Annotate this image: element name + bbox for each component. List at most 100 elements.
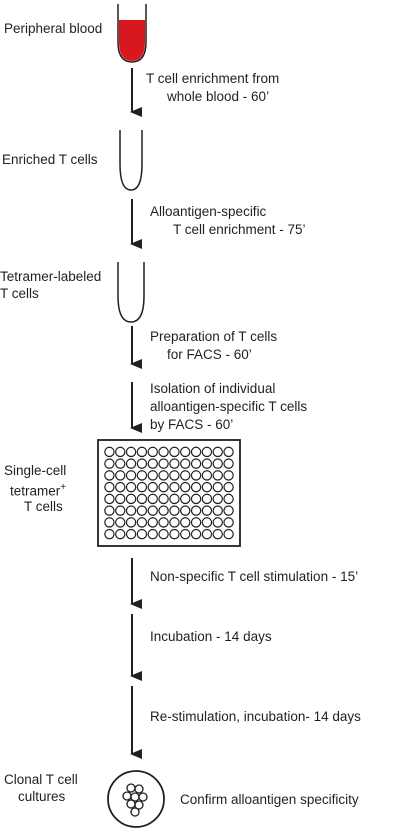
plate-well bbox=[125, 493, 137, 505]
plate-well bbox=[147, 505, 158, 516]
plate-well bbox=[136, 493, 148, 505]
plate-well bbox=[201, 446, 213, 458]
step-4-line-2: alloantigen-specific T cells bbox=[150, 399, 308, 414]
plate-well bbox=[169, 481, 180, 493]
plate-well bbox=[201, 481, 213, 493]
plate-well bbox=[201, 505, 213, 516]
step-4-line-3: by FACS - 60’ bbox=[150, 417, 234, 432]
plate-well bbox=[212, 528, 223, 540]
plate-well bbox=[169, 446, 180, 458]
plate-well bbox=[180, 493, 191, 505]
plate-well bbox=[190, 481, 202, 493]
step-3-line-2: for FACS - 60’ bbox=[167, 347, 252, 362]
plate-well bbox=[147, 481, 158, 493]
plate-well bbox=[169, 528, 180, 540]
plate-well bbox=[223, 470, 234, 481]
plate-well bbox=[212, 481, 223, 493]
plate-well bbox=[180, 470, 191, 481]
plate-well bbox=[136, 481, 148, 493]
plate-well bbox=[169, 493, 180, 505]
plate-well bbox=[104, 458, 115, 469]
plate-well bbox=[125, 481, 137, 493]
well-plate-icon bbox=[97, 439, 241, 547]
step-7: Re-stimulation, incubation- 14 days bbox=[150, 709, 361, 724]
plate-well bbox=[223, 505, 234, 516]
label-single-cell-3: T cells bbox=[24, 499, 63, 514]
plate-well bbox=[223, 446, 234, 458]
plate-well bbox=[147, 458, 158, 469]
plate-well bbox=[115, 505, 126, 516]
plate-well bbox=[115, 493, 126, 505]
plate-well bbox=[158, 470, 169, 481]
label-clonal-1: Clonal T cell bbox=[4, 772, 78, 787]
plate-well bbox=[115, 528, 126, 540]
plate-well bbox=[125, 446, 137, 458]
plate-well bbox=[223, 517, 234, 528]
plate-well bbox=[223, 528, 234, 540]
plate-well bbox=[190, 528, 202, 540]
plate-well bbox=[125, 458, 137, 469]
plate-well bbox=[147, 446, 158, 458]
plate-well bbox=[115, 470, 126, 481]
plate-well bbox=[201, 458, 213, 469]
plate-well bbox=[125, 528, 137, 540]
plate-well bbox=[180, 528, 191, 540]
plate-well bbox=[158, 493, 169, 505]
label-single-cell-1: Single-cell bbox=[4, 463, 67, 478]
plate-well bbox=[180, 517, 191, 528]
plate-well bbox=[169, 470, 180, 481]
step-1-line-1: T cell enrichment from bbox=[146, 71, 280, 86]
plate-well bbox=[158, 481, 169, 493]
plate-well bbox=[201, 470, 213, 481]
step-8: Confirm alloantigen specificity bbox=[180, 792, 359, 807]
plate-well bbox=[180, 505, 191, 516]
plate-well bbox=[190, 470, 202, 481]
plate-well bbox=[104, 446, 115, 458]
step-4-line-1: Isolation of individual bbox=[150, 381, 276, 396]
plate-well bbox=[169, 517, 180, 528]
label-single-cell-tetramer: tetramer bbox=[10, 483, 61, 499]
plate-well bbox=[104, 470, 115, 481]
plate-well bbox=[201, 517, 213, 528]
plate-well bbox=[104, 528, 115, 540]
plate-well bbox=[136, 458, 148, 469]
step-2-line-2: T cell enrichment - 75’ bbox=[173, 222, 306, 237]
plate-well bbox=[212, 505, 223, 516]
plate-well bbox=[115, 446, 126, 458]
label-tetramer-labeled-1: Tetramer-labeled bbox=[0, 269, 102, 284]
plate-well bbox=[212, 446, 223, 458]
plate-well bbox=[190, 458, 202, 469]
plate-well bbox=[104, 481, 115, 493]
plate-well bbox=[190, 517, 202, 528]
enriched-tube-icon bbox=[119, 130, 143, 191]
plate-well bbox=[104, 505, 115, 516]
plate-well bbox=[180, 446, 191, 458]
plate-well bbox=[147, 470, 158, 481]
plate-well bbox=[147, 528, 158, 540]
plate-well bbox=[190, 505, 202, 516]
label-peripheral-blood: Peripheral blood bbox=[4, 21, 103, 36]
plate-well bbox=[190, 446, 202, 458]
plate-well bbox=[136, 517, 148, 528]
step-2-line-1: Alloantigen-specific bbox=[150, 204, 267, 219]
label-clonal-2: cultures bbox=[18, 789, 66, 804]
plate-well bbox=[212, 458, 223, 469]
plate-well bbox=[115, 458, 126, 469]
plate-well bbox=[125, 470, 137, 481]
plate-well bbox=[158, 446, 169, 458]
plate-well bbox=[158, 528, 169, 540]
step-3-line-1: Preparation of T cells bbox=[150, 329, 278, 344]
plate-well bbox=[147, 517, 158, 528]
plate-well bbox=[136, 446, 148, 458]
plate-well bbox=[115, 517, 126, 528]
step-6: Incubation - 14 days bbox=[150, 629, 272, 644]
plate-well bbox=[212, 470, 223, 481]
plate-well bbox=[169, 505, 180, 516]
label-enriched-t-cells: Enriched T cells bbox=[2, 152, 98, 167]
plate-well bbox=[125, 517, 137, 528]
step-5: Non-specific T cell stimulation - 15’ bbox=[150, 569, 359, 584]
plate-well bbox=[104, 517, 115, 528]
culture-dish-icon bbox=[107, 770, 165, 828]
plate-well bbox=[212, 517, 223, 528]
